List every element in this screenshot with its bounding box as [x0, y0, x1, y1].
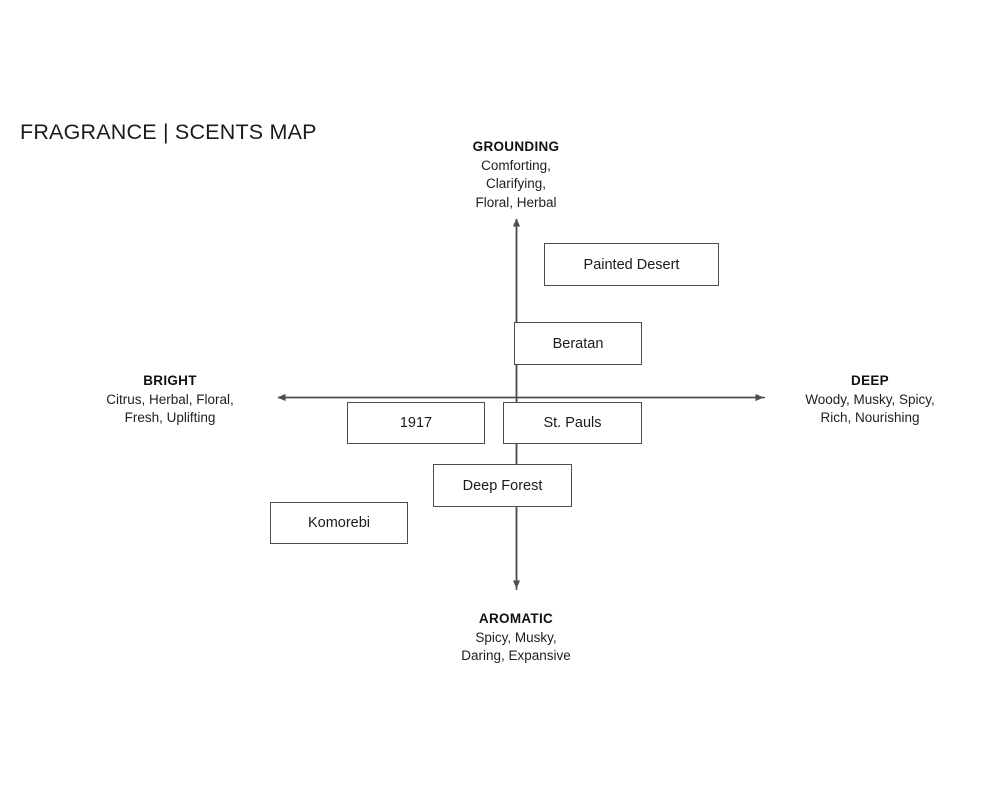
page-title: FRAGRANCE | SCENTS MAP	[20, 120, 317, 144]
axis-pole-desc: Woody, Musky, Spicy, Rich, Nourishing	[805, 391, 935, 426]
map-item-komorebi[interactable]: Komorebi	[270, 502, 408, 544]
map-item-beratan[interactable]: Beratan	[514, 322, 642, 365]
axis-pole-desc: Citrus, Herbal, Floral, Fresh, Uplifting	[106, 391, 234, 426]
axis-label-bright: BRIGHT Citrus, Herbal, Floral, Fresh, Up…	[75, 372, 265, 428]
axis-pole-name: GROUNDING	[472, 139, 560, 154]
axis-label-aromatic: AROMATIC Spicy, Musky, Daring, Expansive	[408, 610, 624, 666]
map-item-deep-forest[interactable]: Deep Forest	[433, 464, 572, 507]
axis-label-grounding: GROUNDING Comforting, Clarifying, Floral…	[408, 138, 624, 212]
map-item-1917[interactable]: 1917	[347, 402, 485, 444]
axis-pole-name: AROMATIC	[478, 611, 554, 626]
axis-pole-name: BRIGHT	[143, 373, 197, 388]
axis-pole-desc: Comforting, Clarifying, Floral, Herbal	[475, 157, 557, 210]
axis-pole-desc: Spicy, Musky, Daring, Expansive	[461, 629, 571, 664]
axis-label-deep: DEEP Woody, Musky, Spicy, Rich, Nourishi…	[775, 372, 965, 428]
map-item-st-pauls[interactable]: St. Pauls	[503, 402, 642, 444]
axis-pole-name: DEEP	[851, 373, 889, 388]
map-item-painted-desert[interactable]: Painted Desert	[544, 243, 719, 286]
